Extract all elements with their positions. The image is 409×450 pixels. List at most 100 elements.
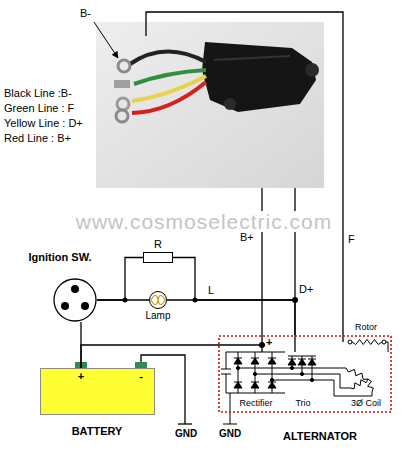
dplus-wire: [294, 188, 295, 300]
wire: [167, 300, 295, 335]
circle-stroke: [259, 342, 265, 348]
photo-panel: [96, 22, 324, 188]
circle-stroke: [61, 302, 69, 310]
junction-dot: [270, 378, 273, 381]
ignition-switch: Ignition SW.: [53, 278, 97, 322]
signal-name: L: [208, 285, 214, 296]
ground-label: GND: [219, 429, 241, 439]
path-stroke: [255, 374, 350, 388]
circle-stroke: [224, 98, 236, 110]
part-name: Trio: [295, 399, 310, 408]
path-stroke: [132, 82, 206, 113]
diode-symbol: [234, 358, 242, 364]
coil-winding: [350, 379, 368, 389]
diode-symbol: [251, 358, 259, 364]
junction-dot: [290, 366, 293, 369]
part-name: Rotor: [355, 323, 377, 332]
path-stroke: [292, 356, 312, 380]
circle-stroke: [81, 302, 89, 310]
path-stroke: [151, 296, 165, 305]
ground-symbol: [178, 423, 192, 424]
pin-name: B-: [80, 8, 91, 19]
path-stroke: [221, 352, 231, 393]
resistor-label: R: [154, 239, 162, 250]
battery-box: +-BATTERY: [40, 368, 155, 415]
diode-symbol: [234, 358, 242, 359]
path-stroke: [230, 393, 231, 424]
regulator-photo: [114, 42, 319, 122]
junction-dot: [310, 378, 313, 381]
terminal-sign: -: [139, 371, 143, 382]
diode-symbol: [298, 359, 306, 360]
diode-symbol: [251, 382, 259, 383]
circle-stroke: [150, 292, 167, 309]
coil-winding: [352, 340, 382, 345]
wire-key: Black Line :B-: [4, 88, 72, 99]
battery-label: BATTERY: [72, 426, 123, 437]
path-stroke: [272, 380, 372, 396]
circle-stroke: [54, 279, 96, 321]
part-name: 3Ø Coil: [351, 399, 381, 408]
f-wire: [146, 12, 343, 342]
leader-arrow: [94, 22, 118, 58]
terminal-sign: +: [78, 371, 84, 382]
circle-stroke: [305, 63, 319, 77]
bplus-wire: [218, 344, 262, 345]
junction-dot: [300, 372, 303, 375]
diode-symbol: [288, 359, 296, 365]
rect-stroke: [41, 369, 155, 415]
resistor-symbol-shape: [143, 252, 173, 263]
junction-dot: [253, 372, 256, 375]
diode-symbol: [268, 358, 276, 364]
wire: [81, 345, 218, 368]
lamp-label: Lamp: [145, 311, 170, 321]
diode-symbol: [308, 359, 316, 365]
circle-stroke: [117, 98, 129, 110]
wire: [97, 299, 149, 300]
coil-winding: [346, 368, 368, 379]
signal-name: D+: [299, 284, 313, 295]
rect-stroke: [144, 253, 173, 263]
wire-key: Green Line : F: [4, 103, 74, 114]
battery-box-shape: [40, 368, 155, 415]
junction-dots: [123, 297, 299, 348]
path-stroke: [223, 424, 237, 425]
path-stroke: [214, 56, 290, 60]
rect-stroke: [219, 336, 391, 412]
coil-winding: [368, 379, 374, 392]
ground-label: GND: [175, 429, 197, 439]
diode-symbol: [268, 382, 276, 388]
lamp-symbol-shape: [149, 291, 167, 309]
part-name: Rectifier: [239, 399, 272, 408]
diode-symbol: [251, 358, 259, 359]
dplus-wire: [294, 335, 295, 352]
path-stroke: [238, 352, 272, 393]
diode-symbol: [251, 382, 259, 388]
brush-symbol: [382, 340, 386, 344]
path-stroke: [130, 51, 206, 64]
diode-symbol: [234, 382, 242, 383]
resistor-symbol: R: [143, 252, 173, 263]
battery-terminal: [135, 362, 147, 368]
brush-symbol: [348, 340, 352, 344]
alternator-label: ALTERNATOR: [283, 431, 357, 442]
diode-symbol: [288, 359, 296, 360]
wire-key: Red Line : B+: [4, 133, 71, 144]
signal-name: B+: [240, 232, 254, 243]
diode-symbol: [268, 358, 276, 359]
diode-symbol: [234, 382, 242, 388]
diode-symbol: [298, 359, 306, 365]
circle-stroke: [116, 110, 128, 122]
switch-label: Ignition SW.: [29, 252, 92, 263]
circle-stroke: [71, 285, 79, 293]
watermark: www.cosmoselectric.com: [74, 211, 335, 232]
junction-dot: [236, 366, 239, 369]
wire: [97, 258, 143, 301]
wire-key: Yellow Line : D+: [4, 118, 83, 129]
signal-name: F: [348, 234, 355, 245]
circle-stroke: [118, 60, 130, 72]
diode-symbol: [308, 359, 316, 360]
path-stroke: [202, 42, 316, 112]
ignition-switch-shape: [53, 278, 97, 322]
